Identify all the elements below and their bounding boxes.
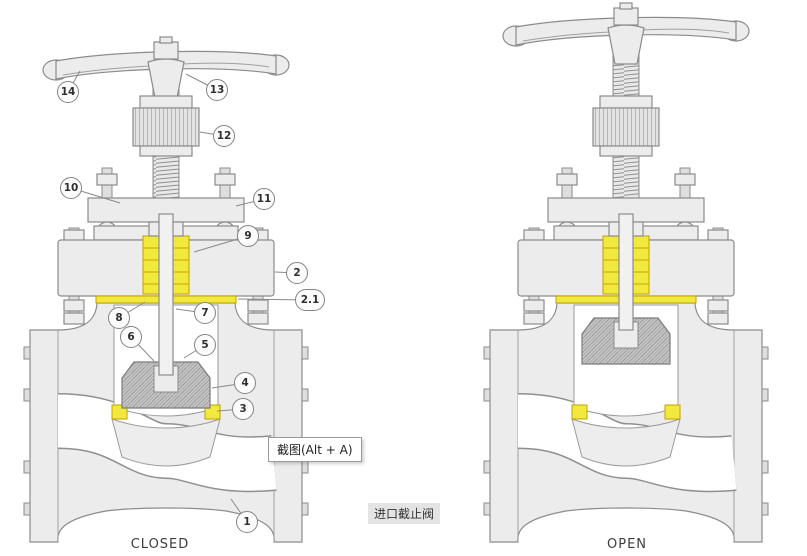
- caption-open: OPEN: [606, 537, 648, 552]
- callout-balloon-9: 9: [237, 225, 259, 247]
- valve-title-text: 进口截止阀: [374, 507, 435, 521]
- callout-balloon-3: 3: [232, 398, 254, 420]
- callout-balloon-14: 14: [57, 81, 79, 103]
- callout-balloon-2.1: 2.1: [295, 289, 325, 311]
- valve-title-label: 进口截止阀: [368, 503, 441, 524]
- callout-balloon-7: 7: [194, 302, 216, 324]
- caption-closed: CLOSED: [130, 537, 190, 552]
- callout-balloon-11: 11: [253, 188, 275, 210]
- valve-stem: [618, 213, 634, 331]
- callout-balloon-4: 4: [234, 372, 256, 394]
- callout-balloon-5: 5: [194, 334, 216, 356]
- gland-unit: [592, 95, 660, 157]
- handwheel: [502, 2, 750, 65]
- valve-stem: [158, 213, 174, 376]
- callout-balloon-2: 2: [286, 262, 308, 284]
- tooltip-text: 截图(Alt + A): [277, 443, 353, 457]
- gland-unit: [132, 95, 200, 157]
- callout-balloon-12: 12: [213, 125, 235, 147]
- screenshot-tooltip: 截图(Alt + A): [268, 437, 362, 462]
- callout-balloon-10: 10: [60, 177, 82, 199]
- callout-balloon-13: 13: [206, 79, 228, 101]
- callout-balloon-8: 8: [108, 307, 130, 329]
- valve-open-drawing: [484, 2, 768, 542]
- callout-balloon-1: 1: [236, 511, 258, 533]
- valve-closed-drawing: [24, 36, 308, 542]
- handwheel: [42, 36, 290, 99]
- callout-balloon-6: 6: [120, 326, 142, 348]
